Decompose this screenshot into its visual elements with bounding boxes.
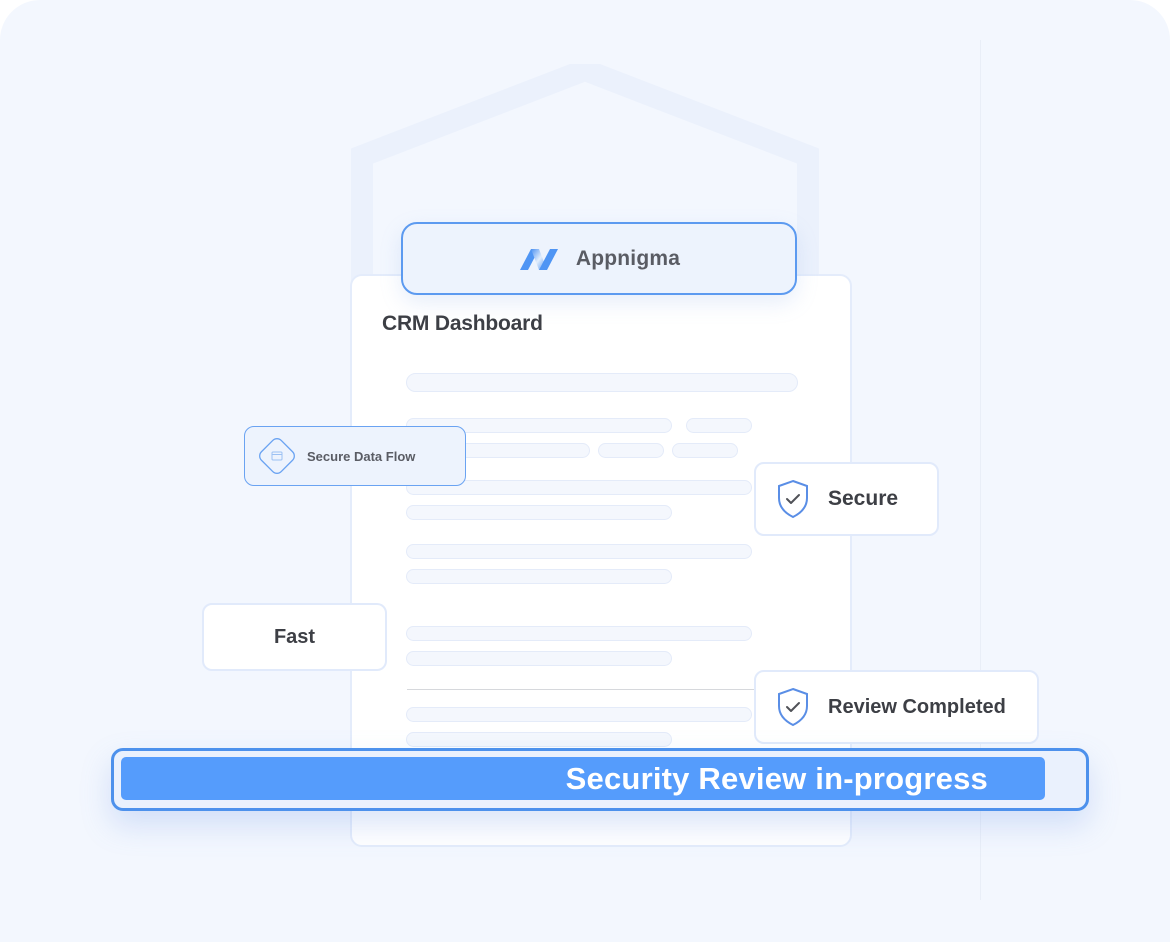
- brand-header-pill: Appnigma: [401, 222, 797, 295]
- placeholder-line: [406, 505, 672, 520]
- secure-chip: Secure: [754, 462, 939, 536]
- secure-data-flow-chip: Secure Data Flow: [244, 426, 466, 486]
- secure-data-flow-label: Secure Data Flow: [307, 448, 416, 464]
- secure-label: Secure: [828, 487, 899, 510]
- placeholder-line: [598, 443, 664, 458]
- appnigma-logo-icon: [519, 248, 558, 270]
- progress-fill: Security Review in-progress: [121, 757, 1045, 800]
- security-review-progress-bar: Security Review in-progress: [111, 748, 1089, 811]
- placeholder-line: [672, 443, 738, 458]
- vertical-guide-line: [980, 40, 981, 900]
- placeholder-line: [406, 651, 672, 666]
- progress-label: Security Review in-progress: [565, 761, 988, 796]
- document-divider: [407, 689, 807, 690]
- brand-name: Appnigma: [575, 246, 681, 270]
- house-outline-shape: [351, 64, 819, 304]
- placeholder-line: [406, 626, 752, 641]
- placeholder-line: [406, 373, 798, 392]
- placeholder-line: [406, 707, 752, 722]
- placeholder-line: [406, 732, 672, 747]
- window-diamond-icon: [259, 438, 295, 474]
- review-completed-chip: Review Completed: [754, 670, 1039, 744]
- placeholder-line: [686, 418, 752, 433]
- fast-label: Fast: [273, 625, 316, 648]
- placeholder-line: [406, 418, 672, 433]
- document-title: CRM Dashboard: [382, 312, 543, 335]
- placeholder-line: [406, 569, 672, 584]
- review-completed-label: Review Completed: [828, 695, 1006, 718]
- shield-check-icon: [778, 687, 808, 727]
- placeholder-line: [406, 480, 752, 495]
- shield-check-icon: [778, 479, 808, 519]
- placeholder-line: [406, 544, 752, 559]
- fast-chip: Fast: [202, 603, 387, 671]
